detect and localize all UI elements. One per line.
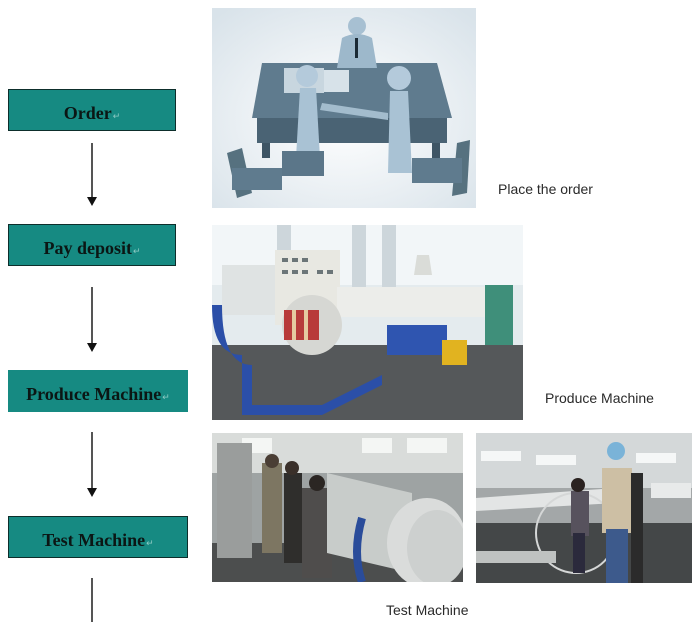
step-label: Pay deposit [43,237,132,258]
caption-test-machine: Test Machine [386,602,469,618]
connector-line [91,578,93,622]
production-line-photo [212,225,523,420]
step-test-machine: Test Machine↵ [8,516,188,558]
paragraph-mark-icon: ↵ [112,110,121,121]
paragraph-mark-icon: ↵ [162,391,170,402]
order-handshake-photo [212,8,476,208]
test-inspection-photo-2 [476,433,692,583]
step-order: Order↵ [8,89,176,131]
test-inspection-photo-1 [212,433,463,582]
arrow-down-icon [87,143,97,206]
step-label: Order [63,102,112,123]
paragraph-mark-icon: ↵ [146,537,154,548]
paragraph-mark-icon: ↵ [132,245,141,256]
arrow-down-icon [87,287,97,352]
caption-produce-machine: Produce Machine [545,390,654,406]
step-label: Test Machine [42,529,146,550]
step-produce-machine: Produce Machine↵ [8,370,188,412]
arrow-down-icon [87,432,97,497]
step-pay-deposit: Pay deposit↵ [8,224,176,266]
step-label: Produce Machine [26,383,162,404]
caption-place-order: Place the order [498,181,593,197]
